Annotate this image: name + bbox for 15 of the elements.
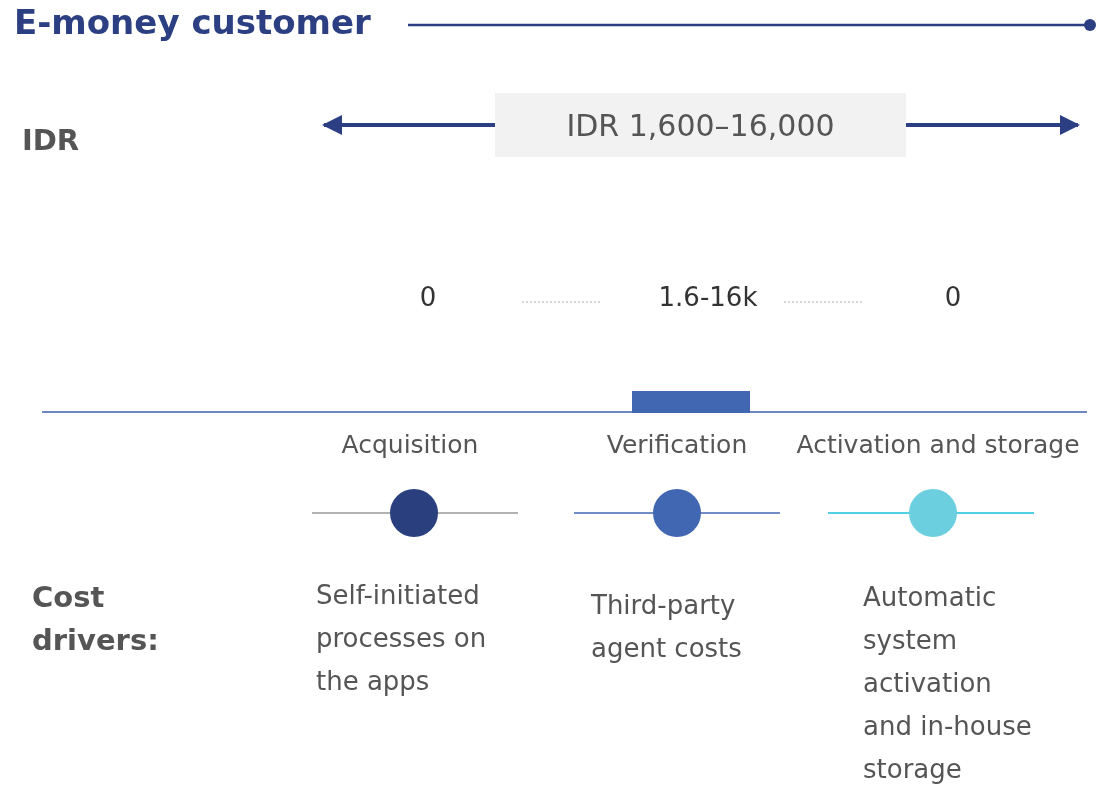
driver-text: Self-initiated processes on the apps	[316, 579, 488, 698]
cost-bar	[632, 391, 750, 413]
axis-label: IDR	[22, 122, 80, 159]
stage-label: Verification	[606, 429, 748, 461]
stage-label: Acquisition	[341, 429, 479, 461]
row-label: Cost drivers:	[32, 579, 160, 659]
title: E-money customer	[14, 2, 371, 42]
value-label: 0	[419, 281, 437, 314]
range-box	[495, 93, 906, 157]
value-label: 0	[944, 281, 962, 314]
range-text: IDR 1,600–16,000	[566, 107, 835, 143]
driver-text: Automatic system activation and in-house storage	[863, 581, 1033, 786]
value-label: 1.6-16k	[658, 281, 758, 314]
stage-label: Activation and storage	[796, 429, 1080, 461]
driver-text: Third-party agent costs	[591, 589, 743, 665]
